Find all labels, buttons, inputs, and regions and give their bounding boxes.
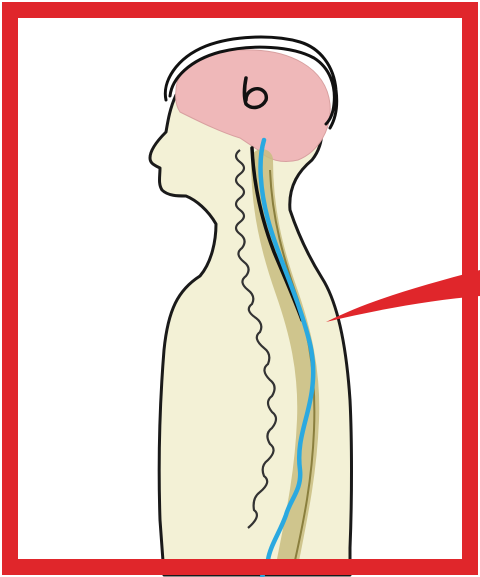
body-diagram: b [0,0,480,577]
diagram-canvas: b [0,0,480,577]
